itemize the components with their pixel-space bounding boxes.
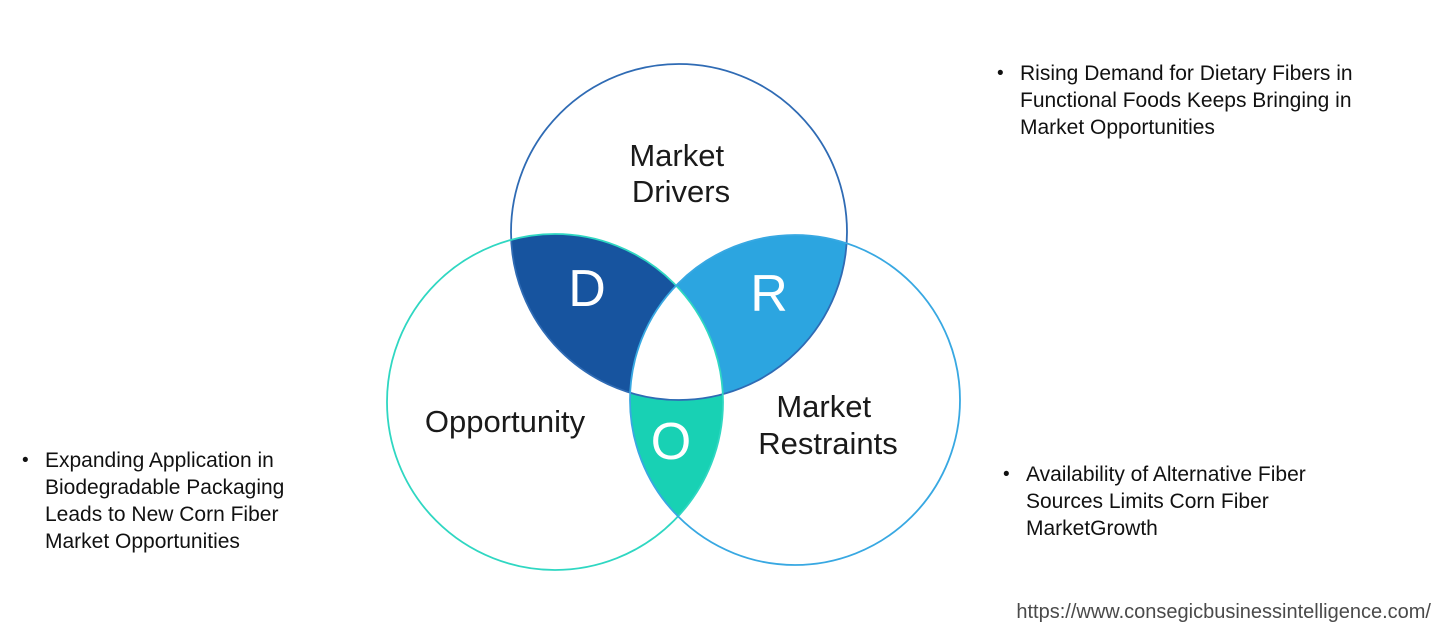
restraints-label: Market Restraints	[758, 389, 898, 461]
restraints-circle	[629, 234, 961, 566]
bullet-text: Rising Demand for Dietary Fibers in Func…	[1020, 62, 1353, 139]
bullet-text: Expanding Application in Biodegradable P…	[45, 449, 285, 553]
opportunity-label: Opportunity	[425, 404, 586, 439]
bullet-restraints-note: • Availability of Alternative Fiber Sour…	[1003, 461, 1306, 542]
bullet-icon: •	[1003, 464, 1010, 485]
bullet-drivers-note: • Rising Demand for Dietary Fibers in Fu…	[997, 60, 1353, 141]
letter-o: O	[651, 413, 691, 471]
bullet-opportunity-note: • Expanding Application in Biodegradable…	[22, 447, 284, 555]
drivers-circle	[510, 63, 848, 401]
drivers-label: Market Drivers	[629, 138, 732, 209]
bullet-icon: •	[22, 450, 29, 471]
bullet-icon: •	[997, 63, 1004, 84]
source-url: https://www.consegicbusinessintelligence…	[1016, 601, 1431, 623]
letter-r: R	[750, 265, 788, 323]
opportunity-circle	[386, 233, 724, 571]
drivers-opportunity-overlap	[511, 234, 723, 400]
bullet-text: Availability of Alternative Fiber Source…	[1026, 463, 1306, 540]
letter-d: D	[568, 260, 606, 318]
drivers-restraints-overlap	[630, 235, 847, 400]
